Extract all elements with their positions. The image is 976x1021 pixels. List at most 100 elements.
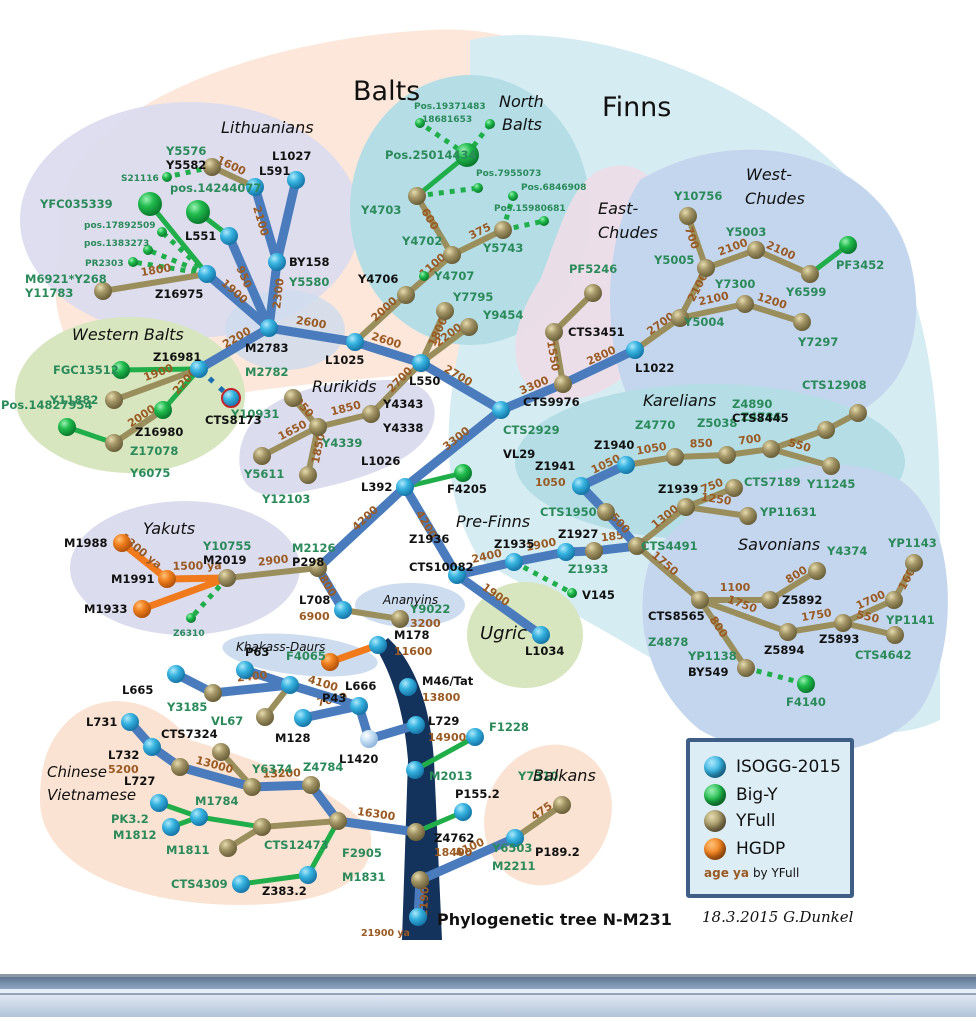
node-BY158-isogg-icon[interactable] xyxy=(268,253,286,271)
node-Y4374-yfull-icon[interactable] xyxy=(808,562,826,580)
node-S21116-bigy-icon[interactable] xyxy=(162,172,172,182)
node-M2211-yfull-icon[interactable] xyxy=(411,871,429,889)
node-Y10756-yfull-icon[interactable] xyxy=(679,207,697,225)
node-Pos-25014434-bigy-icon[interactable] xyxy=(455,143,479,167)
node-CTS4642-yfull-icon[interactable] xyxy=(886,626,904,644)
node-CTS8445-yfull-icon[interactable] xyxy=(817,421,835,439)
node-M1991-hgdp-icon[interactable] xyxy=(158,570,176,588)
node-Z5894-yfull-icon[interactable] xyxy=(779,623,797,641)
node-CTS12908-yfull-icon[interactable] xyxy=(849,404,867,422)
node-VL67-yfull-icon[interactable] xyxy=(256,708,274,726)
node-CTS7189-yfull-icon[interactable] xyxy=(725,479,743,497)
node-Y11245-yfull-icon[interactable] xyxy=(822,457,840,475)
node-M2783-isogg-icon[interactable] xyxy=(260,319,278,337)
node-Z1940-isogg-icon[interactable] xyxy=(617,456,635,474)
node-BY549-yfull-icon[interactable] xyxy=(737,659,755,677)
node-YP1143-yfull-icon[interactable] xyxy=(905,554,923,572)
node-CTS12473-yfull-icon[interactable] xyxy=(253,818,271,836)
node-Y4703-yfull-icon[interactable] xyxy=(408,187,426,205)
node-M1784-isogg-icon[interactable] xyxy=(190,808,208,826)
node-Y4339-yfull-icon[interactable] xyxy=(309,418,327,436)
node-Z4770-yfull-icon[interactable] xyxy=(666,448,684,466)
node-Z1941-isogg-icon[interactable] xyxy=(572,477,590,495)
node-PK3-2-isogg-icon[interactable] xyxy=(150,794,168,812)
node-Z383-2-isogg-icon[interactable] xyxy=(299,866,317,884)
node-L550-isogg-icon[interactable] xyxy=(412,354,430,372)
node-Pos-19371483-bigy-icon[interactable] xyxy=(415,118,425,128)
node-F4205-bigy-icon[interactable] xyxy=(454,464,472,482)
node-Y3185-yfull-icon[interactable] xyxy=(204,684,222,702)
node-Y7300-yfull-icon[interactable] xyxy=(736,295,754,313)
node-PF3452-bigy-icon[interactable] xyxy=(839,236,857,254)
node-pos-17892509-bigy-icon[interactable] xyxy=(157,227,167,237)
node-CTS1950-yfull-icon[interactable] xyxy=(597,503,615,521)
node-L591-isogg-icon[interactable] xyxy=(246,178,264,196)
node-F4140-bigy-icon[interactable] xyxy=(797,675,815,693)
node-CTS8173-isogg-icon[interactable] xyxy=(221,388,241,408)
node-Y7310-yfull-icon[interactable] xyxy=(553,796,571,814)
node-L1027-isogg-icon[interactable] xyxy=(287,171,305,189)
node-YFC035339-bigy-icon[interactable] xyxy=(138,192,162,216)
node-L666-isogg-icon[interactable] xyxy=(350,697,368,715)
node-CTS8565-yfull-icon[interactable] xyxy=(691,591,709,609)
node-M1812-isogg-icon[interactable] xyxy=(162,818,180,836)
node-L1034-isogg-icon[interactable] xyxy=(532,626,550,644)
node-Y11882-yfull-icon[interactable] xyxy=(105,391,123,409)
node-M2019-yfull-icon[interactable] xyxy=(218,569,236,587)
node-L732-isogg-icon[interactable] xyxy=(143,738,161,756)
node-Y10931-yfull-icon[interactable] xyxy=(284,389,302,407)
node-Y6374-yfull-icon[interactable] xyxy=(243,778,261,796)
node-Z16981-isogg-icon[interactable] xyxy=(190,360,208,378)
node-L665-isogg-icon[interactable] xyxy=(167,665,185,683)
node-L708-isogg-icon[interactable] xyxy=(334,601,352,619)
node-Pos-7955073-bigy-icon[interactable] xyxy=(473,183,483,193)
node-CTS2929-isogg-icon[interactable] xyxy=(492,401,510,419)
node-Pos-15980681-bigy-icon[interactable] xyxy=(539,216,549,226)
node-P155-2-isogg-icon[interactable] xyxy=(454,803,472,821)
node-Z5893-yfull-icon[interactable] xyxy=(834,614,852,632)
node-L727-yfull-icon[interactable] xyxy=(171,758,189,776)
node-CTS4309-isogg-icon[interactable] xyxy=(232,875,250,893)
node-Z4762-yfull-icon[interactable] xyxy=(407,823,425,841)
node-Z1927-isogg-icon[interactable] xyxy=(557,543,575,561)
node-Z6310-bigy-icon[interactable] xyxy=(186,613,196,623)
node-L1022-isogg-icon[interactable] xyxy=(626,341,644,359)
node-F1228-isogg-icon[interactable] xyxy=(466,728,484,746)
node-Pos-14827954-bigy-icon[interactable] xyxy=(58,418,76,436)
node-CTS9976-yfull-icon[interactable] xyxy=(554,375,572,393)
node-CTS3451-yfull-icon[interactable] xyxy=(545,323,563,341)
node-Y4343-yfull-icon[interactable] xyxy=(362,405,380,423)
node-pos-1383273-bigy-icon[interactable] xyxy=(143,245,153,255)
node-Y11783-yfull-icon[interactable] xyxy=(94,282,112,300)
node-Y4702-yfull-icon[interactable] xyxy=(443,246,461,264)
node-Z1939-yfull-icon[interactable] xyxy=(677,498,695,516)
node-Z17078-yfull-icon[interactable] xyxy=(105,434,123,452)
node-L731-isogg-icon[interactable] xyxy=(121,713,139,731)
node-M46-isogg-icon[interactable] xyxy=(399,678,417,696)
node-F2905-yfull-icon[interactable] xyxy=(329,812,347,830)
node-Y4707-bigy-icon[interactable] xyxy=(419,271,429,281)
node-PR2303-bigy-icon[interactable] xyxy=(128,257,138,267)
node-YP11631-yfull-icon[interactable] xyxy=(739,507,757,525)
node-L551-isogg-icon[interactable] xyxy=(220,227,238,245)
node-M1811-yfull-icon[interactable] xyxy=(219,839,237,857)
node-Y5611-yfull-icon[interactable] xyxy=(253,447,271,465)
node-F4065-hgdp-icon[interactable] xyxy=(321,653,339,671)
node-PF5246-yfull-icon[interactable] xyxy=(584,284,602,302)
node-L1420-isogg_light-icon[interactable] xyxy=(360,730,378,748)
node-P189-2-isogg-icon[interactable] xyxy=(506,829,524,847)
node-M128-isogg-icon[interactable] xyxy=(294,709,312,727)
node-L1025-isogg-icon[interactable] xyxy=(346,333,364,351)
node-M2013-isogg-icon[interactable] xyxy=(406,761,424,779)
node-Y7795-yfull-icon[interactable] xyxy=(436,302,454,320)
node-L729-isogg-icon[interactable] xyxy=(407,716,425,734)
node-Z1936-isogg-icon[interactable] xyxy=(448,566,466,584)
node-M1933-hgdp-icon[interactable] xyxy=(133,600,151,618)
node-Z1935-isogg-icon[interactable] xyxy=(505,553,523,571)
node-Y5003-yfull-icon[interactable] xyxy=(747,241,765,259)
node-Z16980-bigy-icon[interactable] xyxy=(154,401,172,419)
node-Z5892-yfull-icon[interactable] xyxy=(761,591,779,609)
node-Pos-6846908-bigy-icon[interactable] xyxy=(508,191,518,201)
node-root-isogg-icon[interactable] xyxy=(409,908,427,926)
node-Y7297-yfull-icon[interactable] xyxy=(793,313,811,331)
